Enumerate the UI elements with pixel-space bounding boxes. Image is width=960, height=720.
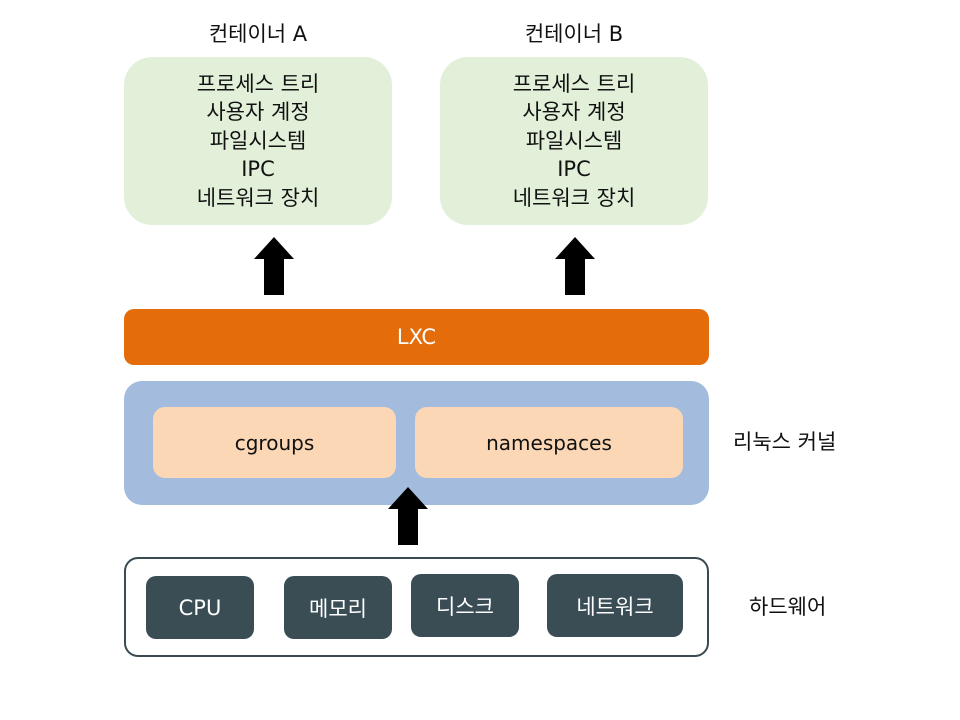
container-b-item-network-device: 네트워크 장치 [512, 185, 636, 210]
namespaces-label: namespaces [486, 430, 612, 455]
container-b-item-process-tree: 프로세스 트리 [512, 71, 636, 96]
container-a-item-filesystem: 파일시스템 [209, 128, 307, 153]
lxc-layer: LXC [124, 309, 709, 365]
arrow-up-icon [254, 237, 294, 295]
hardware-item-network: 네트워크 [547, 574, 683, 637]
container-a-box: 프로세스 트리 사용자 계정 파일시스템 IPC 네트워크 장치 [124, 57, 392, 225]
kernel-item-cgroups: cgroups [153, 407, 396, 478]
container-a-item-process-tree: 프로세스 트리 [196, 71, 320, 96]
kernel-item-namespaces: namespaces [415, 407, 683, 478]
cpu-label: CPU [178, 595, 222, 620]
arrow-up-icon [388, 487, 428, 545]
container-b-item-filesystem: 파일시스템 [525, 128, 623, 153]
container-a-item-network-device: 네트워크 장치 [196, 185, 320, 210]
hardware-item-cpu: CPU [146, 576, 254, 639]
network-label: 네트워크 [576, 594, 654, 619]
kernel-label: 리눅스 커널 [733, 430, 837, 454]
container-a-item-ipc: IPC [241, 157, 275, 182]
memory-label: 메모리 [309, 596, 367, 621]
container-b-box: 프로세스 트리 사용자 계정 파일시스템 IPC 네트워크 장치 [440, 57, 708, 225]
container-b-item-user-accounts: 사용자 계정 [522, 100, 626, 125]
container-a-title: 컨테이너 A [208, 22, 308, 46]
container-a-item-user-accounts: 사용자 계정 [206, 100, 310, 125]
hardware-item-memory: 메모리 [284, 576, 392, 639]
hardware-label: 하드웨어 [749, 595, 827, 619]
container-b-item-ipc: IPC [557, 157, 591, 182]
container-b-title: 컨테이너 B [524, 22, 624, 46]
lxc-label: LXC [396, 325, 437, 349]
hardware-item-disk: 디스크 [411, 574, 519, 637]
disk-label: 디스크 [436, 594, 494, 619]
cgroups-label: cgroups [234, 430, 315, 455]
arrow-up-icon [555, 237, 595, 295]
